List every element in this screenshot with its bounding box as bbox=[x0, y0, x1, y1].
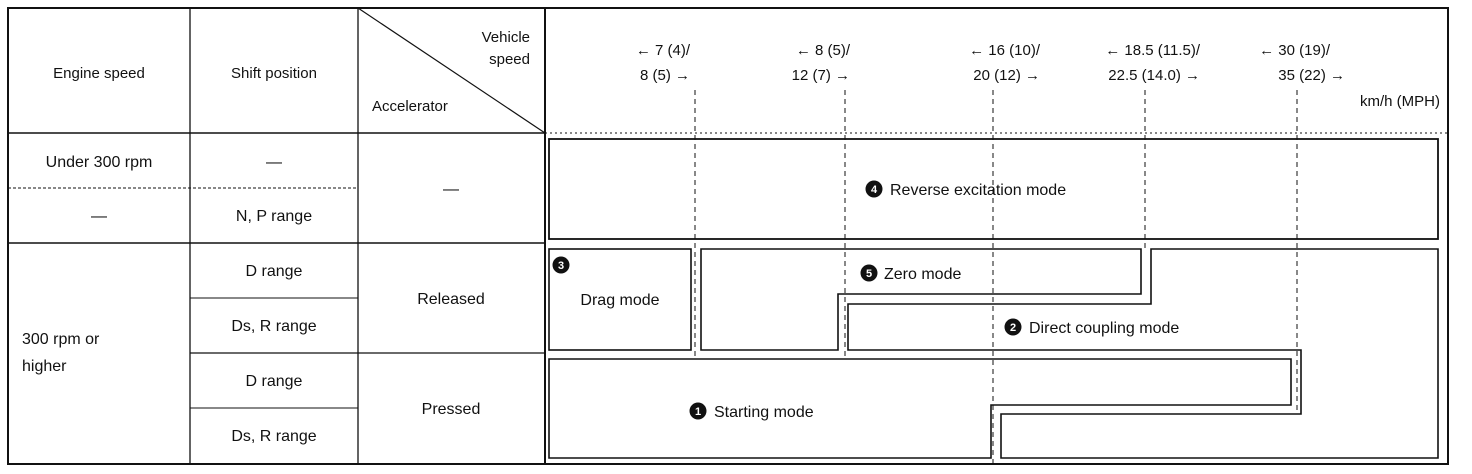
zero-mode-number: 5 bbox=[866, 268, 872, 280]
reverse-excitation-number-icon bbox=[865, 180, 883, 198]
direct-coupling-region bbox=[847, 248, 1439, 459]
accelerator-dash: — bbox=[443, 181, 459, 198]
engine-speed-300-or-higher-2: higher bbox=[22, 358, 67, 375]
starting-mode-label: Starting mode bbox=[714, 404, 814, 421]
speed-threshold-1-line1: ← 7 (4)/ bbox=[636, 42, 691, 59]
shift-position-dsr-pressed: Ds, R range bbox=[231, 428, 316, 445]
drag-mode-number: 3 bbox=[558, 260, 564, 272]
header-vehicle-speed-1: Vehicle bbox=[482, 29, 530, 46]
starting-mode-region bbox=[548, 358, 1292, 459]
direct-coupling-number: 2 bbox=[1010, 322, 1016, 334]
reverse-excitation-label: Reverse excitation mode bbox=[890, 182, 1066, 199]
header-shift-position: Shift position bbox=[231, 65, 317, 82]
speed-threshold-2-line2: 12 (7) → bbox=[792, 67, 850, 84]
header-engine-speed: Engine speed bbox=[53, 65, 145, 82]
header-diagonal bbox=[357, 7, 546, 134]
zero-mode-label: Zero mode bbox=[884, 266, 961, 283]
zero-mode-number-icon bbox=[860, 264, 878, 282]
engine-speed-dash: — bbox=[91, 208, 107, 225]
starting-mode-number: 1 bbox=[695, 406, 701, 418]
direct-coupling-label: Direct coupling mode bbox=[1029, 320, 1179, 337]
speed-threshold-3-line1: ← 16 (10)/ bbox=[969, 42, 1041, 59]
speed-threshold-3-line2: 20 (12) → bbox=[973, 67, 1040, 84]
accelerator-released: Released bbox=[417, 291, 485, 308]
header-vehicle-speed-2: speed bbox=[489, 51, 530, 68]
zero-mode-region bbox=[700, 248, 1142, 351]
speed-threshold-5-line1: ← 30 (19)/ bbox=[1259, 42, 1331, 59]
direct-coupling-number-icon bbox=[1004, 318, 1022, 336]
drag-mode-label: Drag mode bbox=[580, 292, 659, 309]
speed-unit: km/h (MPH) bbox=[1360, 93, 1440, 110]
shift-position-d-pressed: D range bbox=[246, 373, 303, 390]
speed-threshold-5-line2: 35 (22) → bbox=[1278, 67, 1345, 84]
table-border bbox=[7, 7, 1449, 465]
engine-speed-300-or-higher-1: 300 rpm or bbox=[22, 331, 100, 348]
shift-position-dash: — bbox=[266, 154, 282, 171]
shift-position-d-released: D range bbox=[246, 263, 303, 280]
shift-position-dsr-released: Ds, R range bbox=[231, 318, 316, 335]
shift-position-np: N, P range bbox=[236, 208, 312, 225]
speed-threshold-4-line1: ← 18.5 (11.5)/ bbox=[1105, 42, 1201, 59]
speed-threshold-4-line2: 22.5 (14.0) → bbox=[1108, 67, 1200, 84]
speed-threshold-1-line2: 8 (5) → bbox=[640, 67, 690, 84]
engine-speed-under-300: Under 300 rpm bbox=[46, 154, 153, 171]
starting-mode-number-icon bbox=[689, 402, 707, 420]
drag-mode-region bbox=[548, 248, 692, 351]
accelerator-pressed: Pressed bbox=[422, 401, 481, 418]
header-accelerator: Accelerator bbox=[372, 98, 448, 115]
drag-mode-number-icon bbox=[552, 256, 570, 274]
reverse-excitation-region bbox=[548, 138, 1439, 240]
reverse-excitation-number: 4 bbox=[871, 184, 878, 196]
speed-threshold-2-line1: ← 8 (5)/ bbox=[796, 42, 851, 59]
